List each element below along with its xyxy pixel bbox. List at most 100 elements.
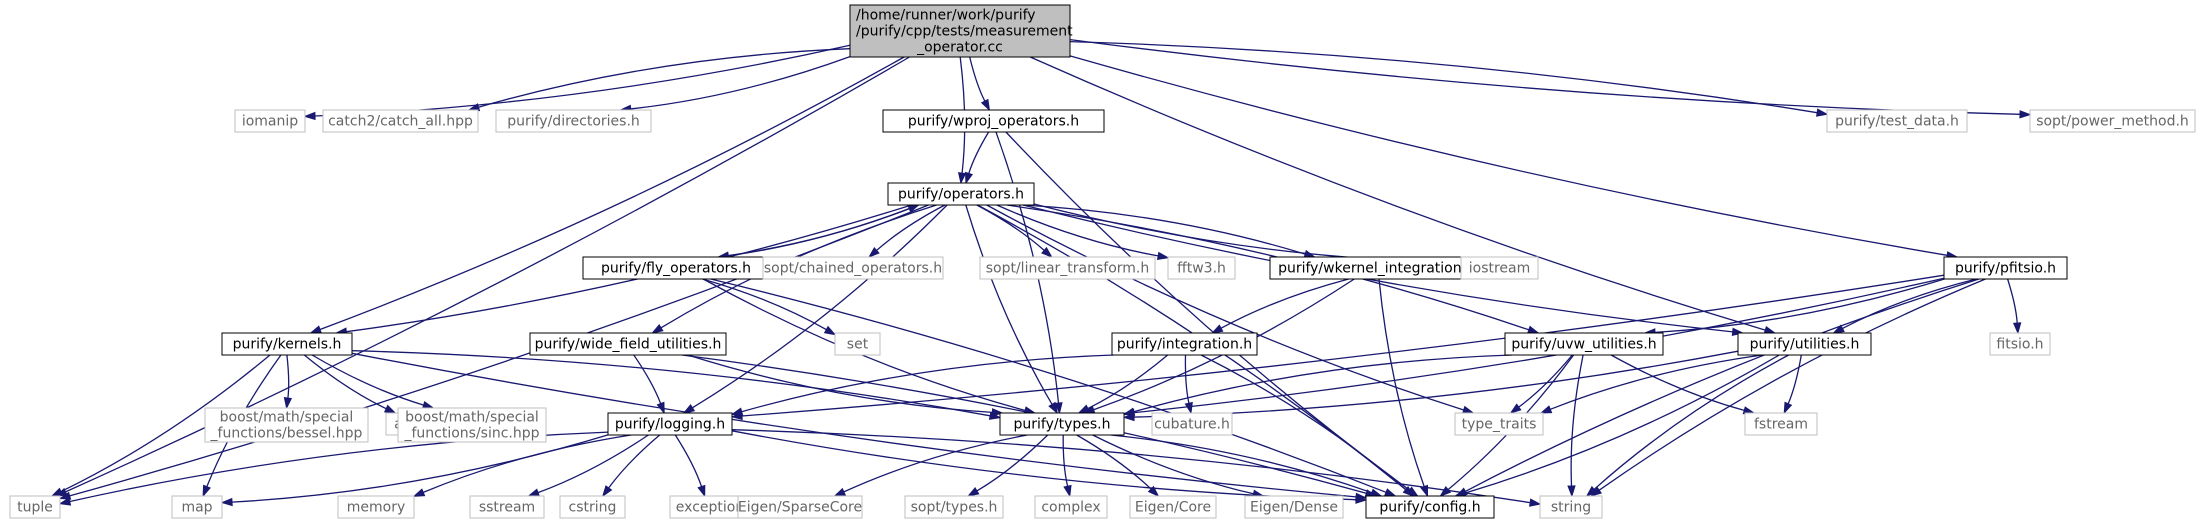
- edge-arrowhead: [1156, 251, 1170, 261]
- node-box: [1244, 495, 1344, 519]
- node-sparsecore: Eigen/SparseCore: [737, 495, 863, 519]
- node-uvw[interactable]: purify/uvw_utilities.h: [1504, 332, 1664, 356]
- edge-arrowhead: [964, 171, 974, 185]
- edge-arrowhead: [980, 98, 991, 112]
- edge-line: [692, 204, 948, 409]
- node-label: fstream: [1754, 417, 1808, 433]
- node-label: iostream: [1469, 261, 1531, 277]
- node-types[interactable]: purify/types.h: [999, 412, 1125, 436]
- node-box: [1737, 332, 1872, 356]
- edge-line: [608, 434, 661, 489]
- edge-operators-to-fftw: [996, 204, 1170, 261]
- edge-line: [996, 204, 1159, 257]
- edge-line: [1133, 277, 1945, 414]
- edge-arrowhead: [682, 403, 696, 414]
- node-label: _functions/sinc.hpp: [403, 426, 539, 442]
- edge-line: [728, 204, 919, 257]
- edge-line: [346, 204, 912, 333]
- node-pfitsio[interactable]: purify/pfitsio.h: [1943, 256, 2068, 280]
- node-powermethod: sopt/power_method.h: [2029, 109, 2196, 133]
- node-bessel: boost/math/special_functions/bessel.hpp: [204, 407, 369, 443]
- node-wkernel[interactable]: purify/wkernel_integration.h: [1269, 256, 1484, 280]
- node-sstream: sstream: [469, 495, 545, 519]
- node-box: [1151, 412, 1233, 436]
- node-utilities[interactable]: purify/utilities.h: [1737, 332, 1872, 356]
- edge-operators-to-typetraits: [986, 204, 1475, 414]
- node-box: [495, 109, 652, 133]
- node-typetraits: type_traits: [1454, 412, 1544, 436]
- node-box: [1460, 256, 1539, 280]
- node-label: purify/wkernel_integration.h: [1278, 261, 1475, 277]
- edge-arrowhead: [1383, 488, 1397, 497]
- node-widefield[interactable]: purify/wide_field_utilities.h: [529, 332, 727, 356]
- node-map: map: [171, 495, 223, 519]
- node-label: fitsio.h: [1996, 337, 2043, 353]
- edge-arrowhead: [1731, 327, 1745, 337]
- node-fly[interactable]: purify/fly_operators.h: [582, 256, 770, 280]
- node-label: string: [1551, 500, 1591, 516]
- edge-root-to-kernels: [309, 56, 905, 334]
- edge-line: [314, 44, 851, 117]
- edge-line: [1006, 204, 1530, 331]
- node-label: purify/uvw_utilities.h: [1511, 337, 1656, 353]
- edge-line: [1610, 354, 1745, 412]
- node-box: [904, 495, 1004, 519]
- node-box: [234, 109, 306, 133]
- edge-integration-to-cubature: [1184, 354, 1193, 415]
- edge-line: [1220, 278, 1349, 329]
- node-label: cstring: [569, 500, 617, 516]
- node-box: [559, 495, 626, 519]
- edge-kernels-to-bessel: [283, 354, 293, 410]
- edge-widefield-to-logging: [633, 354, 665, 415]
- edge-operators-to-chained: [867, 204, 946, 259]
- node-box: [979, 256, 1156, 280]
- node-operators[interactable]: purify/operators.h: [887, 182, 1035, 206]
- edge-wproj-to-config: [1005, 131, 1419, 497]
- edge-logging-to-string: [731, 429, 1542, 507]
- node-label: purify/pfitsio.h: [1955, 261, 2056, 277]
- node-box: [1129, 495, 1217, 519]
- edge-line: [718, 207, 910, 258]
- edge-logging-to-cstring: [601, 434, 661, 498]
- node-box: [221, 332, 353, 356]
- edge-arrowhead: [1528, 498, 1542, 507]
- file-nodes: /home/runner/work/purify/purify/cpp/test…: [9, 4, 2196, 519]
- edge-root-to-testdata: [1069, 40, 1829, 117]
- node-logging[interactable]: purify/logging.h: [607, 412, 733, 436]
- node-label: sopt/chained_operators.h: [764, 261, 942, 277]
- node-kernels[interactable]: purify/kernels.h: [221, 332, 353, 356]
- edge-arrowhead: [412, 488, 426, 497]
- node-fftw: fftw3.h: [1167, 256, 1236, 280]
- node-integration[interactable]: purify/integration.h: [1111, 332, 1258, 356]
- node-eigencore: Eigen/Core: [1129, 495, 1217, 519]
- node-box: [397, 407, 547, 443]
- node-label: sopt/types.h: [911, 500, 998, 516]
- node-chained: sopt/chained_operators.h: [762, 256, 944, 280]
- edge-line: [702, 278, 827, 331]
- edge-line: [1598, 278, 1986, 491]
- node-wproj[interactable]: purify/wproj_operators.h: [882, 109, 1105, 133]
- edge-arrowhead: [1402, 486, 1415, 497]
- edge-line: [286, 354, 290, 399]
- edge-uvw-to-typetraits: [1509, 354, 1573, 414]
- edge-line: [319, 56, 905, 331]
- node-fitsio: fitsio.h: [1989, 332, 2051, 356]
- node-label: boost/math/special: [405, 410, 539, 426]
- edge-arrowhead: [1122, 412, 1135, 422]
- node-box: [737, 495, 863, 519]
- edge-line: [633, 354, 662, 404]
- edge-line: [1022, 204, 1306, 255]
- edge-line: [630, 55, 851, 110]
- edge-kernels-to-sinc: [311, 354, 435, 410]
- edge-arrowhead: [1763, 325, 1777, 335]
- edge-arrowhead: [966, 487, 980, 497]
- node-label: catch2/catch_all.hpp: [328, 114, 473, 130]
- node-box: [1943, 256, 2068, 280]
- node-root[interactable]: /home/runner/work/purify/purify/cpp/test…: [849, 4, 1073, 58]
- node-label: purify/utilities.h: [1750, 337, 1860, 353]
- node-label: exception: [676, 500, 744, 516]
- edge-line: [741, 354, 1114, 413]
- node-config[interactable]: purify/config.h: [1365, 495, 1495, 519]
- node-label: fftw3.h: [1177, 261, 1226, 277]
- node-iostream: iostream: [1460, 256, 1539, 280]
